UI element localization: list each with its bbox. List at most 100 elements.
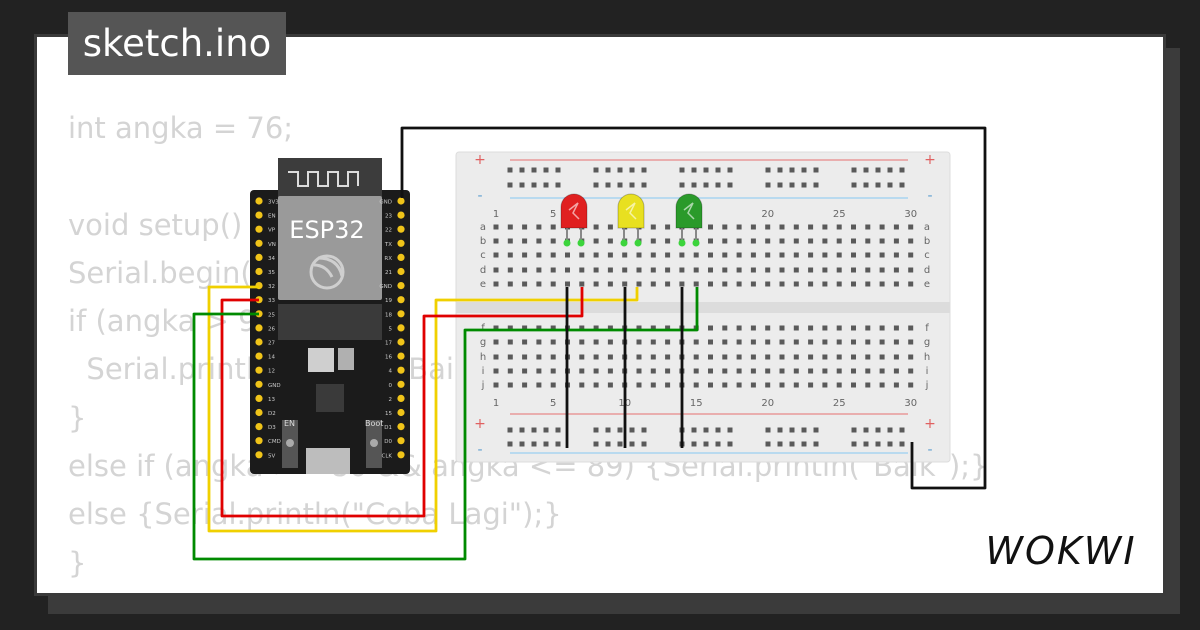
sketch-tab[interactable]: sketch.ino bbox=[68, 12, 286, 75]
board-pin[interactable] bbox=[397, 423, 405, 431]
breadboard-hole bbox=[822, 368, 828, 374]
board-pin[interactable] bbox=[255, 211, 263, 219]
breadboard-hole bbox=[536, 339, 542, 345]
breadboard-hole bbox=[665, 382, 671, 388]
board-pin[interactable] bbox=[397, 239, 405, 247]
breadboard-hole bbox=[836, 354, 842, 360]
board-pin[interactable] bbox=[397, 451, 405, 459]
row-letter: c bbox=[924, 250, 930, 261]
board-pin[interactable] bbox=[397, 366, 405, 374]
board-pin[interactable] bbox=[397, 352, 405, 360]
board-pin[interactable] bbox=[255, 423, 263, 431]
breadboard-hole bbox=[536, 252, 542, 258]
breadboard-hole bbox=[636, 354, 642, 360]
rail-hole bbox=[727, 441, 733, 447]
pin-label: 22 bbox=[385, 228, 392, 234]
breadboard-hole bbox=[636, 325, 642, 331]
board-pin[interactable] bbox=[397, 211, 405, 219]
breadboard-hole bbox=[908, 339, 914, 345]
breadboard-hole bbox=[507, 354, 513, 360]
board-pin[interactable] bbox=[255, 352, 263, 360]
board-pin[interactable] bbox=[255, 366, 263, 374]
board-pin[interactable] bbox=[255, 267, 263, 276]
rail-hole bbox=[703, 427, 709, 433]
breadboard-hole bbox=[536, 267, 542, 273]
rail-hole bbox=[801, 441, 807, 447]
usb-port[interactable] bbox=[306, 448, 350, 474]
rail-hole bbox=[801, 427, 807, 433]
pin-label: 0 bbox=[389, 383, 393, 389]
rail-hole bbox=[813, 182, 819, 188]
board-pin[interactable] bbox=[397, 282, 405, 290]
wire-red[interactable] bbox=[220, 287, 584, 518]
board-pin[interactable] bbox=[255, 197, 263, 205]
wire-yellow[interactable] bbox=[207, 285, 639, 533]
board-pin[interactable] bbox=[255, 225, 263, 233]
board-pin[interactable] bbox=[397, 296, 405, 304]
row-letter: h bbox=[924, 352, 930, 363]
led-green[interactable] bbox=[675, 193, 703, 247]
board-pin[interactable] bbox=[255, 338, 263, 346]
breadboard-hole bbox=[593, 224, 599, 230]
breadboard-hole bbox=[693, 267, 699, 273]
breadboard-hole bbox=[579, 252, 585, 258]
wire-black-gnd[interactable] bbox=[400, 126, 987, 490]
led-yellow[interactable] bbox=[617, 193, 645, 247]
board-pin[interactable] bbox=[397, 253, 405, 261]
board-pin[interactable] bbox=[255, 408, 263, 417]
board-pin[interactable] bbox=[255, 380, 263, 388]
breadboard-hole bbox=[851, 339, 856, 345]
board-pin[interactable] bbox=[397, 380, 405, 388]
pin-label: 33 bbox=[268, 298, 275, 304]
breadboard-hole bbox=[750, 281, 756, 287]
rail-hole bbox=[789, 182, 795, 188]
board-pin[interactable] bbox=[397, 338, 405, 346]
breadboard-hole bbox=[822, 339, 828, 345]
rail-hole bbox=[789, 167, 795, 173]
led-red[interactable] bbox=[560, 193, 588, 247]
rail-plus-label: + bbox=[474, 416, 486, 432]
board-pin[interactable] bbox=[397, 408, 405, 417]
breadboard-hole bbox=[908, 238, 914, 244]
board-pin[interactable] bbox=[397, 324, 405, 332]
board-pin[interactable] bbox=[397, 437, 405, 445]
board-pin[interactable] bbox=[397, 225, 405, 233]
rail-hole bbox=[851, 427, 857, 433]
board-pin[interactable] bbox=[255, 253, 263, 261]
row-letter: b bbox=[924, 236, 930, 247]
breadboard-hole bbox=[593, 354, 599, 360]
breadboard-hole bbox=[493, 382, 499, 388]
breadboard-hole bbox=[665, 281, 671, 287]
pin-label: 26 bbox=[268, 326, 275, 332]
board-pin[interactable] bbox=[255, 324, 263, 332]
pin-label: 17 bbox=[385, 341, 392, 347]
board-pin[interactable] bbox=[397, 310, 405, 318]
breadboard-hole bbox=[879, 354, 885, 360]
board-pin[interactable] bbox=[397, 394, 405, 402]
board-pin[interactable] bbox=[255, 394, 263, 402]
breadboard-hole bbox=[593, 267, 599, 273]
rail-hole bbox=[887, 182, 893, 188]
breadboard-hole bbox=[550, 339, 556, 345]
rail-hole bbox=[617, 427, 623, 433]
breadboard-hole bbox=[650, 238, 656, 244]
breadboard-hole bbox=[736, 368, 742, 374]
rail-hole bbox=[531, 182, 537, 188]
board-pin[interactable] bbox=[397, 267, 405, 276]
esp32-board[interactable]: ESP32 EN Boot 3V3ENVPVN34353233252627141… bbox=[250, 158, 410, 474]
board-pin[interactable] bbox=[255, 437, 263, 445]
breadboard[interactable]: 115510101515202025253030aabbccddeeffgghh… bbox=[455, 151, 951, 463]
breadboard-hole bbox=[736, 252, 742, 258]
board-pin[interactable] bbox=[255, 451, 263, 459]
board-pin[interactable] bbox=[397, 197, 405, 205]
breadboard-hole bbox=[765, 252, 771, 258]
breadboard-hole bbox=[808, 354, 814, 360]
breadboard-hole bbox=[793, 238, 799, 244]
rail-minus-label: - bbox=[477, 442, 482, 458]
breadboard-hole bbox=[665, 339, 671, 345]
rail-hole bbox=[519, 182, 525, 188]
board-pin[interactable] bbox=[255, 239, 263, 247]
breadboard-hole bbox=[865, 224, 871, 230]
wire-green[interactable] bbox=[192, 287, 699, 561]
rail-hole bbox=[593, 167, 599, 173]
